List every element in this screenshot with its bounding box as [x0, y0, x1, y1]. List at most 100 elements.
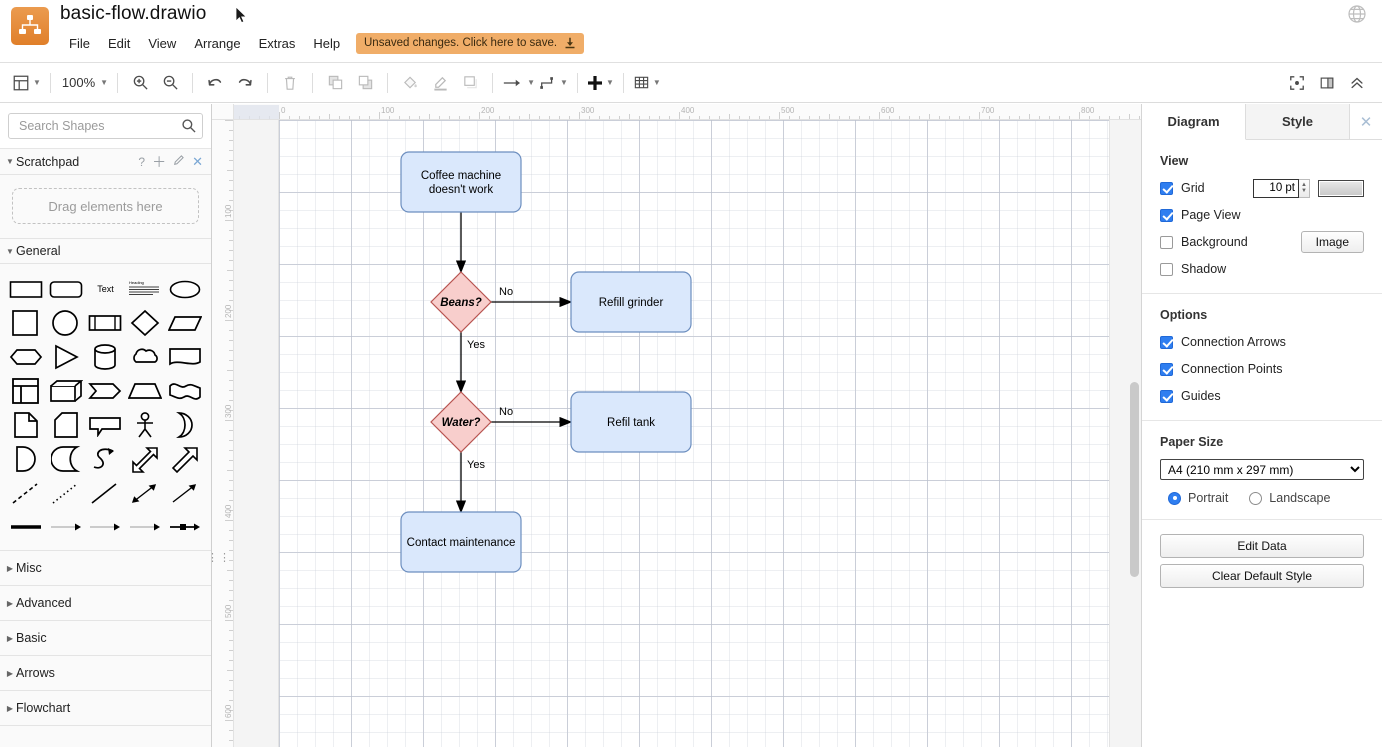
connection-arrows-checkbox[interactable]	[1160, 335, 1173, 349]
diagram-node[interactable]: Refill grinder	[570, 271, 692, 333]
shape-text[interactable]: Text	[97, 284, 114, 294]
section-arrows[interactable]: ▶ Arrows	[0, 656, 211, 691]
panel-resize-handle[interactable]: ⋮⋮	[207, 551, 230, 565]
shape-dashed-line[interactable]	[7, 476, 45, 510]
grid-size-stepper[interactable]: ▲▼	[1299, 178, 1310, 198]
shape-directional-arrow[interactable]	[166, 476, 204, 510]
shape-rounded-rectangle[interactable]	[47, 272, 85, 306]
pencil-icon[interactable]	[173, 154, 185, 169]
shape-step[interactable]	[87, 374, 125, 408]
shape-card[interactable]	[47, 408, 85, 442]
menu-edit[interactable]: Edit	[107, 35, 131, 51]
shape-callout[interactable]	[87, 408, 125, 442]
collapse-toolbar-icon[interactable]	[1344, 69, 1370, 97]
shape-solid-line[interactable]	[87, 476, 125, 510]
shape-rectangle[interactable]	[7, 272, 45, 306]
close-icon[interactable]: ✕	[1350, 104, 1382, 139]
diagram-node[interactable]: Refil tank	[570, 391, 692, 453]
shape-note[interactable]	[7, 408, 45, 442]
shape-bidirectional-arrow[interactable]	[126, 476, 164, 510]
tab-style[interactable]: Style	[1246, 104, 1350, 139]
undo-icon[interactable]	[202, 69, 228, 97]
shape-triangle[interactable]	[47, 340, 85, 374]
shape-cylinder[interactable]	[87, 340, 125, 374]
shape-actor[interactable]	[126, 408, 164, 442]
shadow-checkbox[interactable]	[1160, 262, 1173, 276]
unsaved-changes-button[interactable]: Unsaved changes. Click here to save.	[356, 33, 585, 54]
shape-circle[interactable]	[47, 306, 85, 340]
shape-square[interactable]	[7, 306, 45, 340]
zoom-in-icon[interactable]	[127, 69, 153, 97]
paper-size-select[interactable]: A4 (210 mm x 297 mm)	[1160, 459, 1364, 480]
vertical-scrollbar[interactable]	[1130, 120, 1139, 747]
page-view-checkbox[interactable]	[1160, 208, 1173, 222]
grid-checkbox[interactable]	[1160, 181, 1173, 195]
shape-tape[interactable]	[166, 374, 204, 408]
search-shapes-input[interactable]	[17, 114, 177, 138]
fullscreen-icon[interactable]	[1284, 69, 1310, 97]
line-color-icon[interactable]	[427, 69, 453, 97]
menu-file[interactable]: File	[69, 35, 90, 51]
send-to-back-icon[interactable]	[352, 69, 378, 97]
help-icon[interactable]: ?	[138, 154, 146, 169]
shape-s-curve-arrow[interactable]	[87, 442, 125, 476]
layout-panels-icon[interactable]: ▼	[12, 69, 41, 97]
zoom-out-icon[interactable]	[157, 69, 183, 97]
diagram-node[interactable]: Contact maintenance	[400, 511, 522, 573]
delete-icon[interactable]	[277, 69, 303, 97]
section-general[interactable]: ▼ General	[0, 238, 211, 264]
vertical-scrollbar-thumb[interactable]	[1130, 382, 1139, 577]
background-checkbox[interactable]	[1160, 235, 1173, 249]
shape-double-arrow[interactable]	[126, 442, 164, 476]
tab-diagram[interactable]: Diagram	[1142, 104, 1246, 140]
section-scratchpad[interactable]: ▼ Scratchpad ? ＋ ✕	[0, 149, 211, 175]
section-flowchart[interactable]: ▶ Flowchart	[0, 691, 211, 726]
format-panel-icon[interactable]	[1314, 69, 1340, 97]
grid-size-input[interactable]	[1253, 178, 1299, 198]
shape-cloud[interactable]	[126, 340, 164, 374]
shadow-icon[interactable]	[457, 69, 483, 97]
shape-document[interactable]	[166, 340, 204, 374]
shape-dotted-line[interactable]	[47, 476, 85, 510]
shape-arrow-connector-2[interactable]	[87, 510, 125, 544]
scratchpad-dropzone[interactable]: Drag elements here	[12, 188, 199, 224]
shape-hexagon[interactable]	[7, 340, 45, 374]
insert-plus-icon[interactable]: ▼	[587, 69, 614, 97]
menu-view[interactable]: View	[148, 35, 177, 51]
diagram-node[interactable]: Beans?	[430, 271, 492, 333]
shape-delay[interactable]	[7, 442, 45, 476]
connection-arrow-icon[interactable]: ▼	[502, 69, 535, 97]
edit-data-button[interactable]: Edit Data	[1160, 534, 1364, 558]
guides-checkbox[interactable]	[1160, 389, 1173, 403]
grid-color-swatch[interactable]	[1318, 179, 1364, 197]
zoom-level-button[interactable]: 100%▼	[61, 75, 109, 90]
menu-arrange[interactable]: Arrange	[194, 35, 241, 51]
portrait-radio[interactable]	[1168, 491, 1181, 505]
connection-points-checkbox[interactable]	[1160, 362, 1173, 376]
diagram-node[interactable]: Water?	[430, 391, 492, 453]
shape-table[interactable]	[7, 374, 45, 408]
section-advanced[interactable]: ▶ Advanced	[0, 586, 211, 621]
section-basic[interactable]: ▶ Basic	[0, 621, 211, 656]
shape-sum[interactable]	[47, 442, 85, 476]
shape-diamond[interactable]	[126, 306, 164, 340]
shape-trapezoid[interactable]	[126, 374, 164, 408]
waypoints-icon[interactable]: ▼	[539, 69, 568, 97]
shape-single-arrow[interactable]	[166, 442, 204, 476]
menu-extras[interactable]: Extras	[258, 35, 296, 51]
menu-help[interactable]: Help	[313, 35, 341, 51]
shape-cube[interactable]	[47, 374, 85, 408]
search-icon[interactable]	[181, 118, 196, 136]
clear-default-style-button[interactable]: Clear Default Style	[1160, 564, 1364, 588]
shape-process[interactable]	[87, 306, 125, 340]
table-icon[interactable]: ▼	[633, 69, 661, 97]
landscape-radio[interactable]	[1249, 491, 1263, 505]
shape-ellipse[interactable]	[166, 272, 204, 306]
shape-arrow-connector-3[interactable]	[126, 510, 164, 544]
search-box[interactable]	[8, 113, 203, 139]
section-misc[interactable]: ▶ Misc	[0, 551, 211, 586]
